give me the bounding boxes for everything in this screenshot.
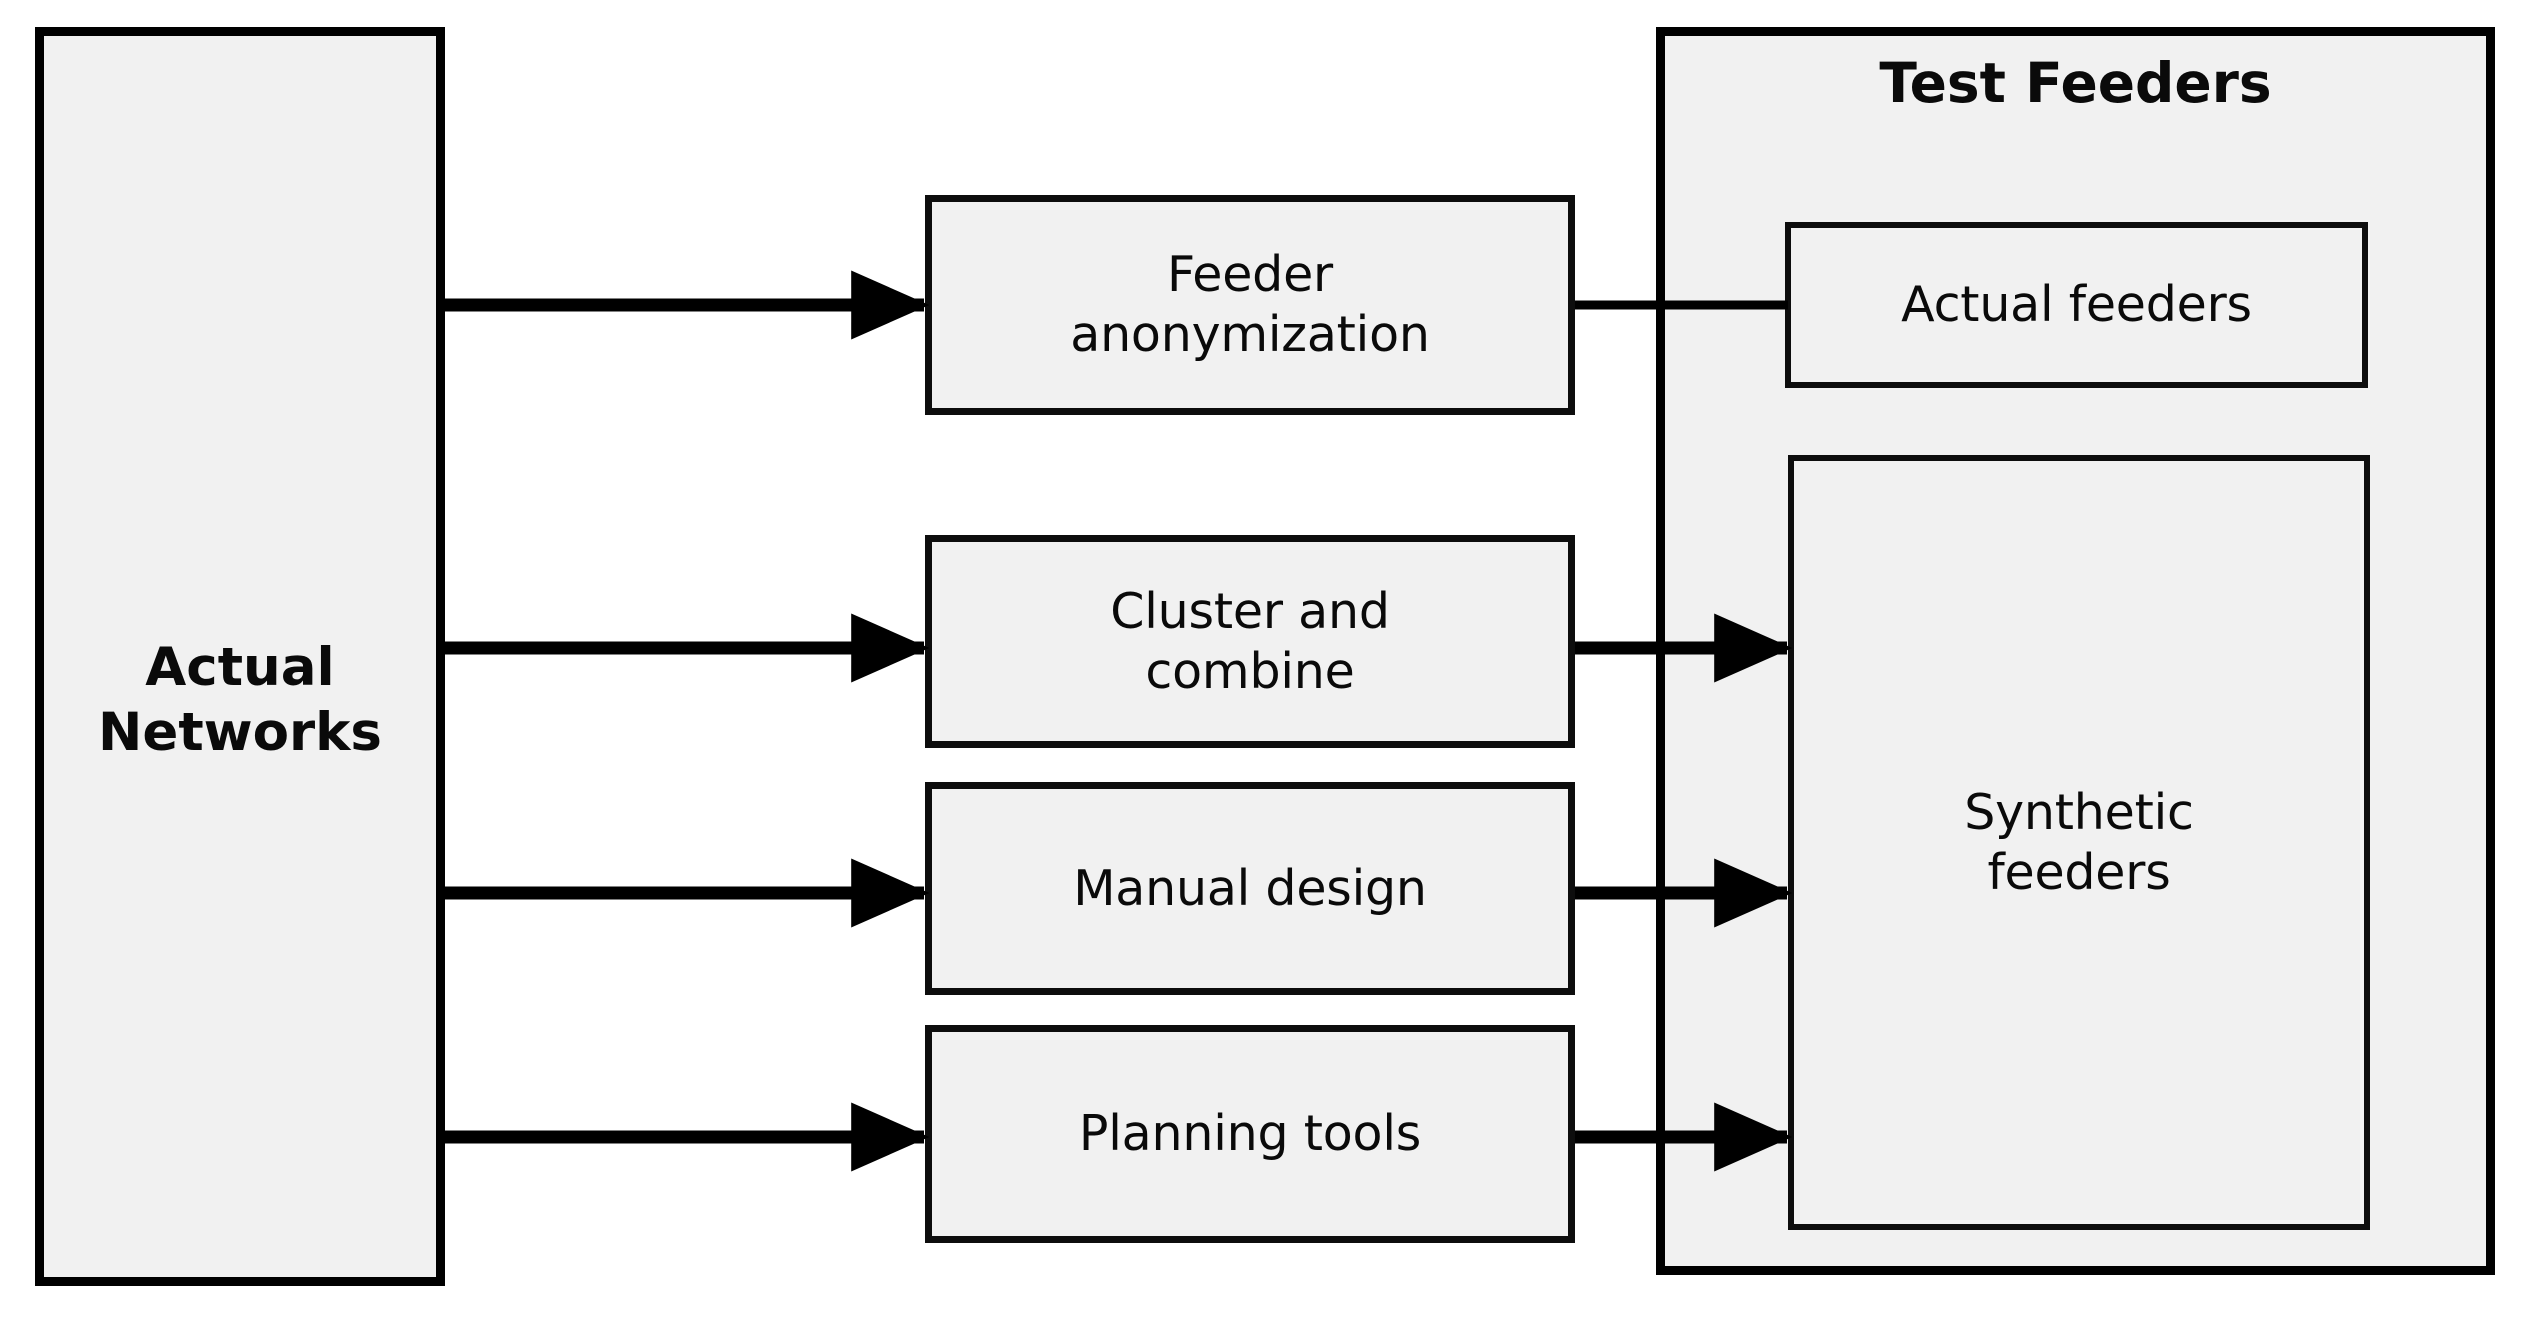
process-box-label: Cluster and combine — [1110, 582, 1390, 700]
process-box-feeder-anonymization[interactable]: Feeder anonymization — [925, 195, 1575, 415]
process-box-cluster-and-combine[interactable]: Cluster and combine — [925, 535, 1575, 748]
process-box-planning-tools[interactable]: Planning tools — [925, 1025, 1575, 1243]
process-box-manual-design[interactable]: Manual design — [925, 782, 1575, 995]
process-box-label: Manual design — [1073, 859, 1427, 917]
output-box-label: Synthetic feeders — [1964, 783, 2194, 901]
process-box-label: Feeder anonymization — [1070, 246, 1430, 363]
test-feeders-title: Test Feeders — [1879, 51, 2272, 115]
actual-networks-panel: Actual Networks — [35, 27, 445, 1286]
output-box-synthetic-feeders[interactable]: Synthetic feeders — [1788, 455, 2370, 1230]
process-box-label: Planning tools — [1078, 1105, 1422, 1163]
output-box-label: Actual feeders — [1901, 276, 2252, 334]
actual-networks-label: Actual Networks — [98, 637, 382, 763]
output-box-actual-feeders[interactable]: Actual feeders — [1785, 222, 2368, 388]
